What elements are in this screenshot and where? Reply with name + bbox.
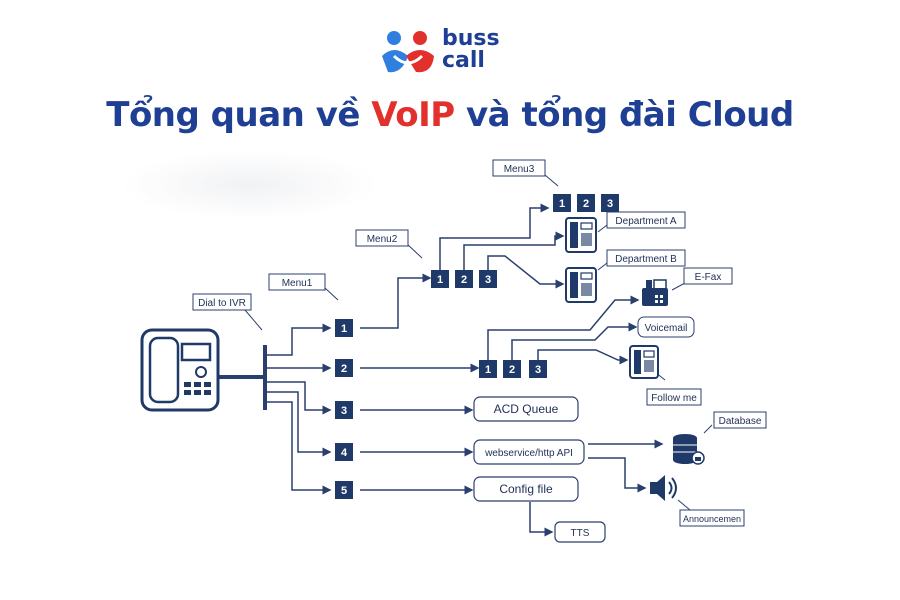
connector-lines <box>215 203 664 537</box>
callout-follow-me: Follow me <box>646 388 702 406</box>
menu3-key-1-label: 1 <box>559 198 565 210</box>
submenu-key-3-label: 3 <box>535 364 541 376</box>
callout-department-b-text: Department B <box>615 254 677 265</box>
brand-wordmark: buss call <box>442 28 500 72</box>
menu3-key-2[interactable]: 2 <box>577 194 595 212</box>
config-file-label: Config file <box>499 482 553 496</box>
menu1-key-3-label: 3 <box>341 405 347 417</box>
menu3-key-3[interactable]: 3 <box>601 194 619 212</box>
menu1-key-4[interactable]: 4 <box>335 443 353 461</box>
busscall-logo: buss call <box>380 26 530 78</box>
acd-queue-box[interactable]: ACD Queue <box>473 396 579 422</box>
database-icon <box>673 434 705 465</box>
acd-queue-label: ACD Queue <box>494 402 559 416</box>
menu1-key-5-label: 5 <box>341 485 347 497</box>
submenu-key-1[interactable]: 1 <box>479 360 497 378</box>
title-highlight: VoIP <box>371 95 455 135</box>
menu1-key-5[interactable]: 5 <box>335 481 353 499</box>
callout-menu2-text: Menu2 <box>367 234 398 245</box>
title-part1: Tổng quan về <box>106 95 372 135</box>
callout-menu3-text: Menu3 <box>504 164 535 175</box>
callout-department-b: Department B <box>606 249 686 267</box>
submenu-key-3[interactable]: 3 <box>529 360 547 378</box>
callout-department-a-text: Department A <box>615 216 676 227</box>
webservice-box[interactable]: webservice/http API <box>473 439 585 465</box>
busscall-logo-icon <box>382 31 434 73</box>
callout-voicemail-text: Voicemail <box>645 323 688 334</box>
page-title: Tổng quan về VoIP và tổng đài Cloud <box>0 95 900 135</box>
menu1-key-2[interactable]: 2 <box>335 359 353 377</box>
callout-voicemail: Voicemail <box>637 316 695 338</box>
callout-menu2: Menu2 <box>355 229 409 247</box>
tts-box[interactable]: TTS <box>554 521 606 543</box>
menu2-key-3[interactable]: 3 <box>479 270 497 288</box>
menu2-key-1-label: 1 <box>437 274 443 286</box>
submenu-key-2[interactable]: 2 <box>503 360 521 378</box>
callout-efax: E-Fax <box>683 267 733 285</box>
callout-menu1: Menu1 <box>268 273 326 291</box>
menu1-key-1-label: 1 <box>341 323 347 335</box>
callout-announcement-text: Announcemen <box>683 514 741 524</box>
department-a-phone-icon <box>565 217 597 253</box>
brand-line1: buss <box>442 26 500 51</box>
callout-database-text: Database <box>719 416 762 427</box>
callout-dial-to-ivr: Dial to IVR <box>192 293 252 311</box>
menu3-key-2-label: 2 <box>583 198 589 210</box>
menu1-key-3[interactable]: 3 <box>335 401 353 419</box>
callout-database: Database <box>713 411 767 429</box>
follow-me-phone-icon <box>629 345 659 379</box>
tts-label: TTS <box>571 528 590 539</box>
callout-menu1-text: Menu1 <box>282 278 313 289</box>
menu3-key-3-label: 3 <box>607 198 613 210</box>
callout-announcement: Announcemen <box>679 509 745 527</box>
callout-department-a: Department A <box>606 211 686 229</box>
department-b-phone-icon <box>565 267 597 303</box>
title-part2: và tổng đài Cloud <box>454 95 794 135</box>
menu3-key-1[interactable]: 1 <box>553 194 571 212</box>
callout-dial-to-ivr-text: Dial to IVR <box>198 298 246 309</box>
menu1-key-2-label: 2 <box>341 363 347 375</box>
callout-efax-text: E-Fax <box>695 272 722 283</box>
submenu-key-1-label: 1 <box>485 364 491 376</box>
menu2-key-1[interactable]: 1 <box>431 270 449 288</box>
menu2-key-2[interactable]: 2 <box>455 270 473 288</box>
callout-follow-me-text: Follow me <box>651 393 697 404</box>
callout-menu3: Menu3 <box>492 159 546 177</box>
menu1-key-4-label: 4 <box>341 447 348 459</box>
fax-icon <box>642 279 668 306</box>
webservice-label: webservice/http API <box>484 448 573 459</box>
config-file-box[interactable]: Config file <box>473 476 579 502</box>
speaker-icon <box>650 475 677 501</box>
ip-phone-icon <box>140 328 220 412</box>
menu1-key-1[interactable]: 1 <box>335 319 353 337</box>
menu2-key-3-label: 3 <box>485 274 491 286</box>
brand-line2: call <box>442 48 485 73</box>
submenu-key-2-label: 2 <box>509 364 515 376</box>
label-arrows <box>244 174 713 511</box>
menu2-key-2-label: 2 <box>461 274 467 286</box>
background-glow <box>120 150 380 220</box>
